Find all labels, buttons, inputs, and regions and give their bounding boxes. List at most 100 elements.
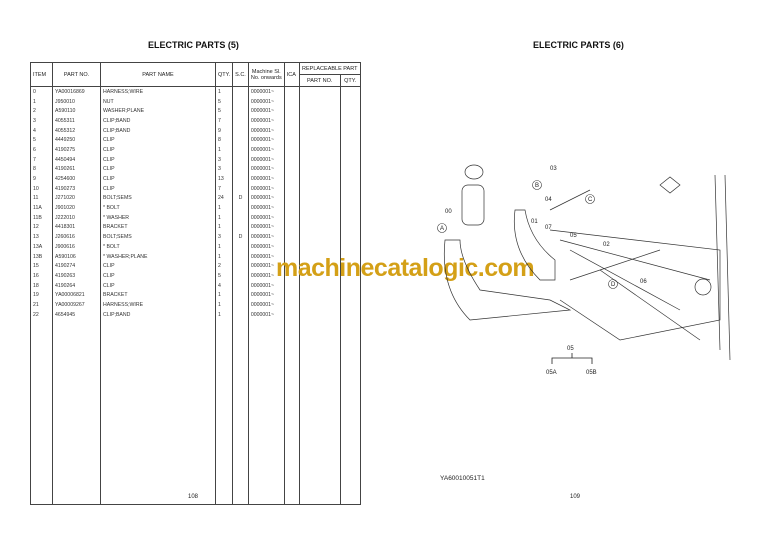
machine-sl-cell (247, 455, 285, 465)
rep-qty-cell (339, 212, 361, 223)
ica-cell (283, 116, 300, 126)
qty-cell: 1 (214, 251, 234, 262)
rep-part-no-cell (298, 397, 341, 407)
rep-part-no-cell (298, 174, 341, 184)
qty-cell (214, 493, 234, 505)
item-cell (30, 445, 53, 456)
sc-cell (232, 183, 249, 194)
header-sc: S.C. (232, 62, 249, 87)
rep-qty-cell (339, 426, 361, 436)
qty-cell (214, 377, 234, 388)
ica-cell (283, 145, 300, 155)
rep-part-no-cell (298, 290, 341, 301)
rep-part-no-cell (298, 387, 341, 397)
part-no-cell: J901020 (52, 203, 101, 213)
machine-sl-cell (247, 319, 285, 330)
qty-cell: 2 (214, 261, 234, 272)
part-name-cell: CLIP (100, 183, 216, 194)
part-no-cell: 4254600 (52, 174, 101, 184)
part-no-cell: 4190264 (52, 280, 101, 291)
qty-cell: 5 (214, 106, 234, 117)
part-name-cell (100, 387, 216, 397)
ica-cell (283, 464, 300, 475)
part-name-cell (100, 358, 216, 368)
rep-part-no-cell (298, 455, 341, 465)
part-name-cell: * WASHER;PLANE (100, 251, 216, 262)
part-no-cell (52, 358, 101, 368)
sc-cell: D (232, 193, 249, 204)
item-cell: 13B (30, 251, 53, 262)
rep-part-no-cell (298, 464, 341, 475)
item-cell (30, 426, 53, 436)
sc-cell (232, 484, 249, 494)
part-no-cell (52, 426, 101, 436)
sc-cell (232, 280, 249, 291)
part-no-cell: 4055312 (52, 125, 101, 136)
part-no-cell: J260616 (52, 232, 101, 242)
table-row (30, 474, 361, 485)
machine-sl-cell: 0000001~ (247, 116, 285, 126)
rep-qty-cell (339, 416, 361, 427)
rep-qty-cell (339, 193, 361, 204)
rep-qty-cell (339, 464, 361, 475)
item-cell: 19 (30, 290, 53, 301)
ica-cell (283, 377, 300, 388)
part-no-cell (52, 416, 101, 427)
table-row (30, 484, 361, 494)
sc-cell (232, 435, 249, 446)
rep-qty-cell (339, 406, 361, 417)
rep-part-no-cell (298, 193, 341, 204)
part-name-cell: CLIP (100, 271, 216, 281)
sc-cell (232, 96, 249, 107)
part-name-cell (100, 338, 216, 349)
item-cell (30, 474, 53, 485)
machine-sl-cell: 0000001~ (247, 135, 285, 146)
part-name-cell (100, 445, 216, 456)
part-no-cell: J900616 (52, 242, 101, 252)
part-name-cell (100, 406, 216, 417)
rep-part-no-cell (298, 300, 341, 310)
part-no-cell (52, 445, 101, 456)
sc-cell (232, 164, 249, 175)
watermark: machinecatalogic.com (276, 254, 535, 282)
part-name-cell: CLIP;BAND (100, 116, 216, 126)
table-row (30, 387, 361, 397)
ica-cell (283, 329, 300, 339)
part-label: 02 (603, 242, 610, 248)
part-no-cell: YA00009267 (52, 300, 101, 310)
qty-cell (214, 338, 234, 349)
table-row (30, 329, 361, 339)
rep-qty-cell (339, 145, 361, 155)
part-no-cell (52, 377, 101, 388)
ica-cell (283, 96, 300, 107)
item-cell (30, 406, 53, 417)
sc-cell (232, 251, 249, 262)
ica-cell (283, 212, 300, 223)
item-cell (30, 377, 53, 388)
rep-qty-cell (339, 242, 361, 252)
header-rep-part-no: PART NO. (298, 74, 341, 87)
part-name-cell: BRACKET (100, 290, 216, 301)
qty-cell (214, 397, 234, 407)
rep-part-no-cell (298, 232, 341, 242)
qty-cell (214, 387, 234, 397)
callout-label: A (440, 226, 444, 232)
rep-qty-cell (339, 280, 361, 291)
sc-cell (232, 377, 249, 388)
machine-sl-cell (247, 338, 285, 349)
part-name-cell (100, 455, 216, 465)
item-cell: 13A (30, 242, 53, 252)
ica-cell (283, 300, 300, 310)
item-cell: 10 (30, 183, 53, 194)
machine-sl-cell: 0000001~ (247, 174, 285, 184)
rep-part-no-cell (298, 329, 341, 339)
